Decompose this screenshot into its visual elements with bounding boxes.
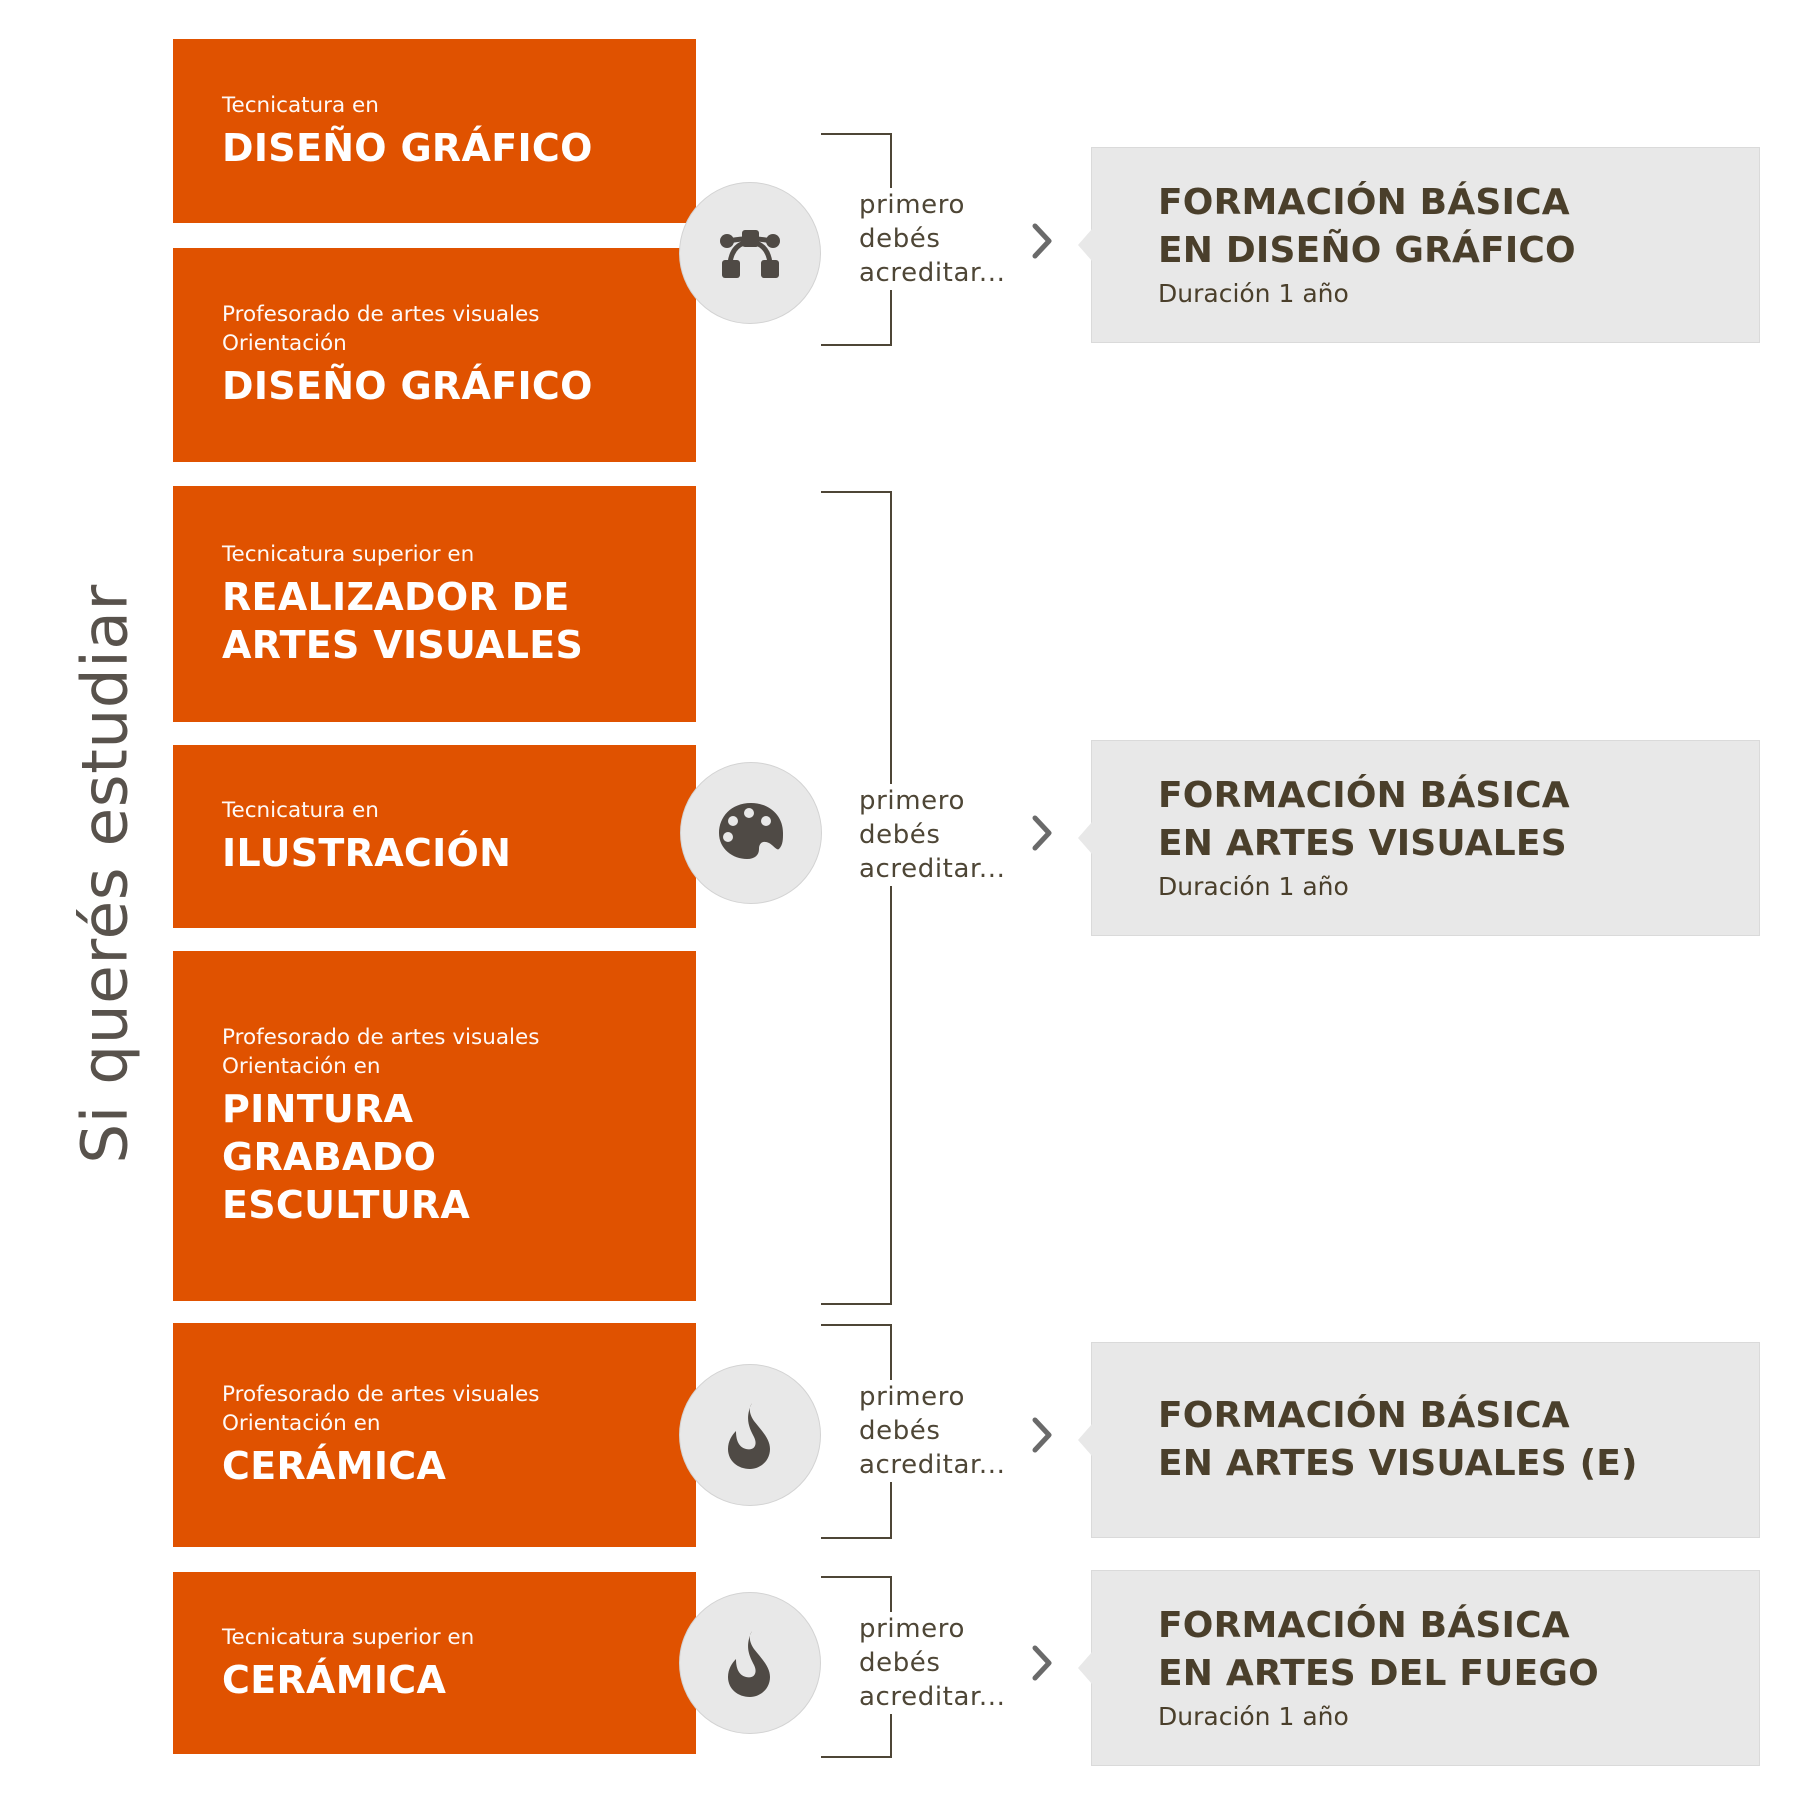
vector-bezier-icon xyxy=(720,230,780,278)
career-name: DISEÑO GRÁFICO xyxy=(222,364,593,408)
requirement-text: primero debés acreditar... xyxy=(859,1380,1006,1482)
career-subtitle: Tecnicatura en xyxy=(222,798,379,823)
icon-circle xyxy=(679,1364,821,1506)
palette-icon xyxy=(719,803,783,859)
career-name: CERÁMICA xyxy=(222,1444,447,1488)
group-bracket xyxy=(821,491,892,1305)
target-title: FORMACIÓN BÁSICA EN DISEÑO GRÁFICO xyxy=(1158,182,1576,271)
flame-icon xyxy=(728,1403,770,1469)
side-title-text: Si querés estudiar xyxy=(68,584,142,1164)
career-name: CERÁMICA xyxy=(222,1657,447,1702)
career-subtitle: Profesorado de artes visuales Orientació… xyxy=(222,1025,540,1079)
chevron-right-icon xyxy=(1032,815,1052,851)
target-box-artes-del-fuego[interactable]: FORMACIÓN BÁSICA EN ARTES DEL FUEGO Dura… xyxy=(1078,1570,1760,1766)
requirement-text: primero debés acreditar... xyxy=(859,1612,1006,1714)
career-subtitle: Tecnicatura superior en xyxy=(222,541,475,567)
career-box-pintura-grabado-escultura[interactable]: Profesorado de artes visuales Orientació… xyxy=(173,951,696,1301)
career-box-profesorado-ceramica[interactable]: Profesorado de artes visuales Orientació… xyxy=(173,1323,696,1547)
career-name: DISEÑO GRÁFICO xyxy=(222,125,593,170)
career-box-tecnicatura-ceramica[interactable]: Tecnicatura superior en CERÁMICA xyxy=(173,1572,696,1754)
target-title: FORMACIÓN BÁSICA EN ARTES VISUALES (E) xyxy=(1158,1395,1638,1484)
career-subtitle: Profesorado de artes visuales Orientació… xyxy=(222,1382,540,1436)
icon-circle xyxy=(679,1592,821,1734)
chevron-right-icon xyxy=(1032,1417,1052,1453)
target-title: FORMACIÓN BÁSICA EN ARTES VISUALES xyxy=(1158,775,1570,864)
career-subtitle: Tecnicatura en xyxy=(222,92,379,118)
career-subtitle: Tecnicatura superior en xyxy=(222,1624,475,1650)
career-box-ilustracion[interactable]: Tecnicatura en ILUSTRACIÓN xyxy=(173,745,696,928)
side-title: Si querés estudiar xyxy=(60,548,150,1200)
flame-icon xyxy=(728,1631,770,1697)
target-duration: Duración 1 año xyxy=(1158,872,1349,901)
career-box-realizador-artes-visuales[interactable]: Tecnicatura superior en REALIZADOR DE AR… xyxy=(173,486,696,722)
requirement-text: primero debés acreditar... xyxy=(859,188,1006,290)
target-box-artes-visuales-e[interactable]: FORMACIÓN BÁSICA EN ARTES VISUALES (E) xyxy=(1078,1342,1760,1538)
requirement-text: primero debés acreditar... xyxy=(859,784,1006,886)
icon-circle xyxy=(680,762,822,904)
career-name: REALIZADOR DE ARTES VISUALES xyxy=(222,574,584,667)
career-subtitle: Profesorado de artes visuales Orientació… xyxy=(222,302,540,356)
career-name: PINTURA GRABADO ESCULTURA xyxy=(222,1087,471,1227)
chevron-right-icon xyxy=(1032,223,1052,259)
target-box-diseno-grafico[interactable]: FORMACIÓN BÁSICA EN DISEÑO GRÁFICO Durac… xyxy=(1078,147,1760,343)
target-duration: Duración 1 año xyxy=(1158,1702,1349,1731)
target-duration: Duración 1 año xyxy=(1158,279,1349,308)
chevron-right-icon xyxy=(1032,1645,1052,1681)
target-box-artes-visuales[interactable]: FORMACIÓN BÁSICA EN ARTES VISUALES Durac… xyxy=(1078,740,1760,936)
icon-circle xyxy=(679,182,821,324)
career-box-profesorado-diseno-grafico[interactable]: Profesorado de artes visuales Orientació… xyxy=(173,248,696,462)
target-title: FORMACIÓN BÁSICA EN ARTES DEL FUEGO xyxy=(1158,1605,1599,1694)
career-box-tecnicatura-diseno-grafico[interactable]: Tecnicatura en DISEÑO GRÁFICO xyxy=(173,39,696,223)
career-name: ILUSTRACIÓN xyxy=(222,831,512,875)
